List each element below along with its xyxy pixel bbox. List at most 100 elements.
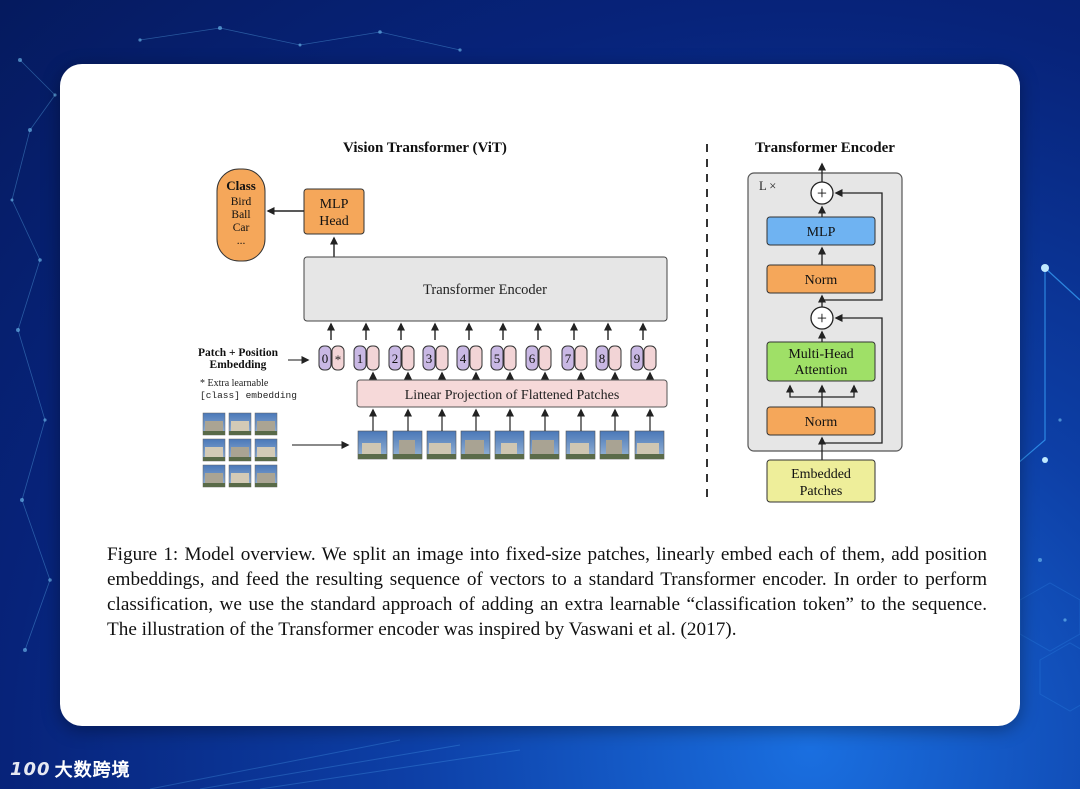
- position-embedding-token: [388, 345, 402, 371]
- add-symbol: +: [817, 183, 827, 203]
- patch-image-building: [501, 443, 517, 457]
- patch-image-building: [465, 440, 484, 457]
- source-patch-building: [205, 473, 223, 485]
- class-token-marker: *: [335, 352, 342, 367]
- class-embedding-note: [class] embedding: [200, 390, 297, 401]
- source-patch-ground: [203, 483, 225, 487]
- source-patch-ground: [229, 457, 251, 461]
- source-patch-building: [231, 473, 249, 485]
- patch-image-building: [429, 443, 451, 457]
- patch-image-building: [362, 443, 381, 457]
- source-patch-building: [231, 421, 249, 433]
- patch-image-ground: [566, 454, 595, 459]
- norm-label: Norm: [805, 273, 838, 288]
- embedded-patches-label: Patches: [800, 484, 843, 499]
- source-patch-ground: [203, 457, 225, 461]
- position-embedding-token: [456, 345, 470, 371]
- patch-embedding-token: [608, 345, 622, 371]
- source-patch-building: [257, 447, 275, 459]
- patch-embedding-token: [331, 345, 345, 371]
- position-index-label: 4: [460, 351, 467, 366]
- position-embedding-token: [318, 345, 332, 371]
- encoder-detail-title: Transformer Encoder: [755, 140, 895, 156]
- position-index-label: 6: [529, 351, 536, 366]
- attention-label: Attention: [795, 363, 848, 378]
- position-index-label: 8: [599, 351, 606, 366]
- patch-embedding-token: [643, 345, 657, 371]
- patch-embedding-token: [574, 345, 588, 371]
- embedded-patches-block: [766, 459, 876, 503]
- arrow-v: [822, 384, 858, 398]
- transformer-encoder-block: [303, 256, 668, 322]
- position-embedding-token: [353, 345, 367, 371]
- figure-caption: Figure 1: Model overview. We split an im…: [107, 544, 987, 640]
- patch-position-label: Embedding: [210, 359, 267, 371]
- patch-embedding-token: [469, 345, 483, 371]
- norm-block: [766, 264, 876, 294]
- arrow-k: [786, 384, 822, 398]
- watermark-logo-icon: 100: [10, 758, 51, 780]
- mlp-head-label: Head: [319, 214, 349, 229]
- multi-head-attention-block: [766, 341, 876, 382]
- position-embedding-token: [595, 345, 609, 371]
- patch-image-building: [532, 440, 554, 457]
- position-index-label: 1: [357, 351, 364, 366]
- add-symbol: +: [817, 308, 827, 328]
- watermark: 100 大数跨境: [10, 755, 131, 783]
- patch-image-ground: [635, 454, 664, 459]
- patch-embedding-token: [401, 345, 415, 371]
- patch-image-building: [637, 443, 659, 457]
- source-patch-building: [205, 447, 223, 459]
- source-patch-building: [205, 421, 223, 433]
- position-embedding-token: [525, 345, 539, 371]
- flattened-patch-sequence: [357, 408, 665, 460]
- patch-embedding-token: [503, 345, 517, 371]
- source-patch-ground: [229, 431, 251, 435]
- linear-projection-label: Linear Projection of Flattened Patches: [405, 388, 620, 403]
- source-patch-building: [257, 421, 275, 433]
- source-patch-ground: [229, 483, 251, 487]
- source-patch-ground: [203, 431, 225, 435]
- position-index-label: 2: [392, 351, 399, 366]
- vit-architecture-figure: Vision Transformer (ViT) Transformer Enc…: [198, 140, 903, 503]
- transformer-encoder-label: Transformer Encoder: [423, 282, 547, 298]
- residual-connection: [822, 314, 883, 444]
- embedded-patches-label: Embedded: [791, 467, 851, 482]
- source-patch-building: [257, 473, 275, 485]
- patch-image-ground: [600, 454, 629, 459]
- mlp-block: [766, 216, 876, 246]
- patch-image-ground: [358, 454, 387, 459]
- watermark-text: 大数跨境: [54, 760, 131, 781]
- class-item: Ball: [231, 209, 250, 221]
- patch-image-ground: [495, 454, 524, 459]
- position-embedding-token: [490, 345, 504, 371]
- patch-image-building: [570, 443, 589, 457]
- source-patch-ground: [255, 431, 277, 435]
- linear-projection-block: [356, 379, 668, 408]
- input-image-patches-grid: [202, 412, 278, 488]
- source-patch-ground: [255, 457, 277, 461]
- patch-image-ground: [427, 454, 456, 459]
- extra-learnable-note: * Extra learnable: [200, 378, 269, 389]
- position-index-label: 5: [494, 351, 501, 366]
- mlp-label: MLP: [807, 225, 836, 240]
- class-title: Class: [226, 178, 256, 193]
- norm-label: Norm: [805, 415, 838, 430]
- patch-image-building: [399, 440, 415, 457]
- attention-label: Multi-Head: [788, 347, 853, 362]
- figure-card: Vision Transformer (ViT) Transformer Enc…: [60, 64, 1020, 726]
- patch-image-ground: [393, 454, 422, 459]
- mlp-head-label: MLP: [320, 197, 349, 212]
- class-item: ...: [237, 235, 246, 247]
- patch-image-ground: [530, 454, 559, 459]
- residual-connection: [822, 189, 883, 301]
- source-patch-ground: [255, 483, 277, 487]
- patch-embedding-token: [366, 345, 380, 371]
- class-item: Car: [233, 222, 250, 234]
- class-box: [216, 168, 266, 262]
- position-index-label: 9: [634, 351, 641, 366]
- patch-image-ground: [461, 454, 490, 459]
- patch-embedding-token: [538, 345, 552, 371]
